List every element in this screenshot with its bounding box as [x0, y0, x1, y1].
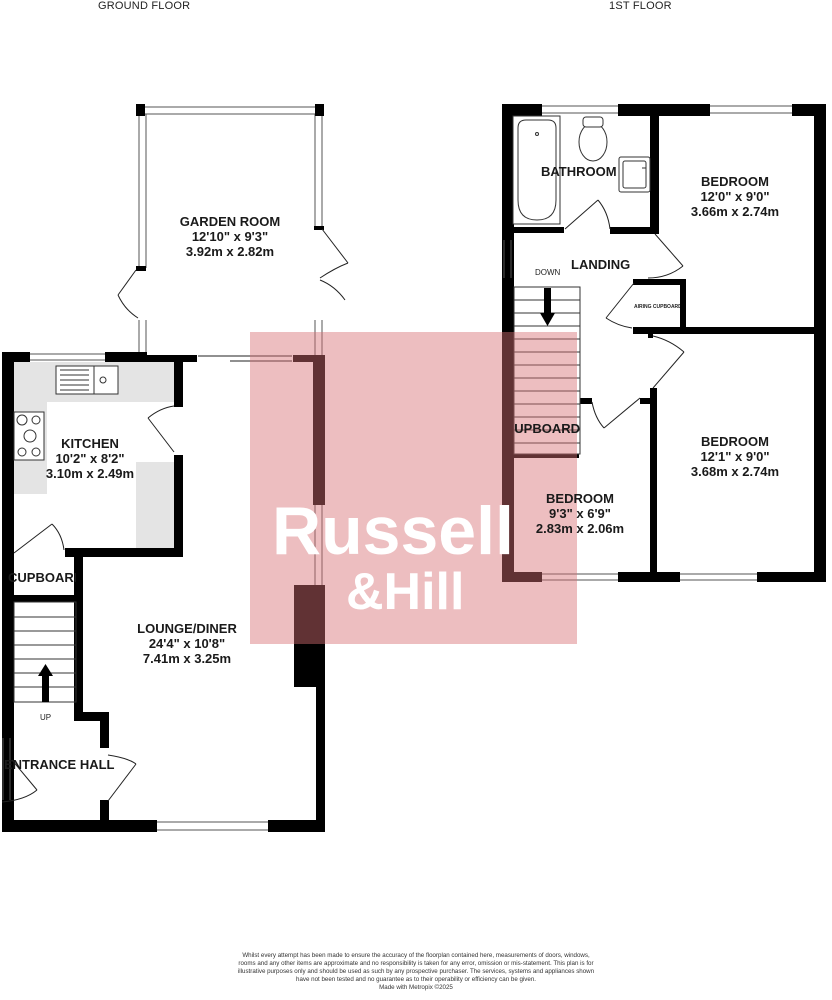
room-imperial: 10'2" x 8'2" [55, 451, 125, 466]
ground-floor-title: GROUND FLOOR [98, 0, 191, 12]
room-imperial: 12'1" x 9'0" [700, 449, 770, 464]
stairs-down-label: DOWN [535, 268, 561, 277]
room-label-airing-cupboard: AIRING CUPBOARD [634, 304, 680, 310]
room-imperial: 9'3" x 6'9" [549, 506, 611, 521]
room-label-lounge-diner: LOUNGE/DINER 24'4" x 10'8" 7.41m x 3.25m [137, 621, 237, 666]
room-metric: 3.92m x 2.82m [185, 244, 275, 259]
room-name: BEDROOM [546, 491, 614, 506]
room-label-bedroom-3: BEDROOM 9'3" x 6'9" 2.83m x 2.06m [536, 491, 624, 536]
room-imperial: 12'0" x 9'0" [700, 189, 770, 204]
room-name: BEDROOM [701, 174, 769, 189]
metropix-credit: Made with Metropix ©2025 [379, 984, 453, 991]
room-label-landing: LANDING [571, 257, 631, 272]
room-metric: 3.10m x 2.49m [45, 466, 135, 481]
room-label-ground-cupboard: CUPBOARD [8, 570, 76, 585]
room-metric: 3.66m x 2.74m [690, 204, 780, 219]
first-floor-title: 1ST FLOOR [609, 0, 672, 12]
room-label-bedroom-1: BEDROOM 12'0" x 9'0" 3.66m x 2.74m [691, 174, 779, 219]
room-label-garden-room: GARDEN ROOM 12'10" x 9'3" 3.92m x 2.82m [180, 214, 280, 259]
disclaimer: Whilst every attempt has been made to en… [236, 952, 596, 992]
room-label-bathroom: BATHROOM [541, 164, 617, 179]
room-name: BEDROOM [701, 434, 769, 449]
ground-floor-plan [1, 104, 349, 832]
first-floor-plan [502, 104, 826, 582]
room-name: LOUNGE/DINER [137, 621, 237, 636]
room-metric: 3.68m x 2.74m [690, 464, 780, 479]
room-label-entrance-hall: ENTRANCE HALL [4, 757, 115, 772]
room-label-bedroom-2: BEDROOM 12'1" x 9'0" 3.68m x 2.74m [691, 434, 779, 479]
room-label-kitchen: KITCHEN 10'2" x 8'2" 3.10m x 2.49m [46, 436, 134, 481]
room-metric: 2.83m x 2.06m [535, 521, 625, 536]
room-imperial: 12'10" x 9'3" [191, 229, 269, 244]
room-name: GARDEN ROOM [179, 214, 281, 229]
room-imperial: 24'4" x 10'8" [148, 636, 226, 651]
stairs-up-label: UP [40, 713, 52, 722]
room-metric: 7.41m x 3.25m [142, 651, 232, 666]
room-name: KITCHEN [61, 436, 119, 451]
room-label-first-cupboard: CUPBOARD [514, 421, 580, 436]
disclaimer-text: Whilst every attempt has been made to en… [237, 952, 595, 983]
